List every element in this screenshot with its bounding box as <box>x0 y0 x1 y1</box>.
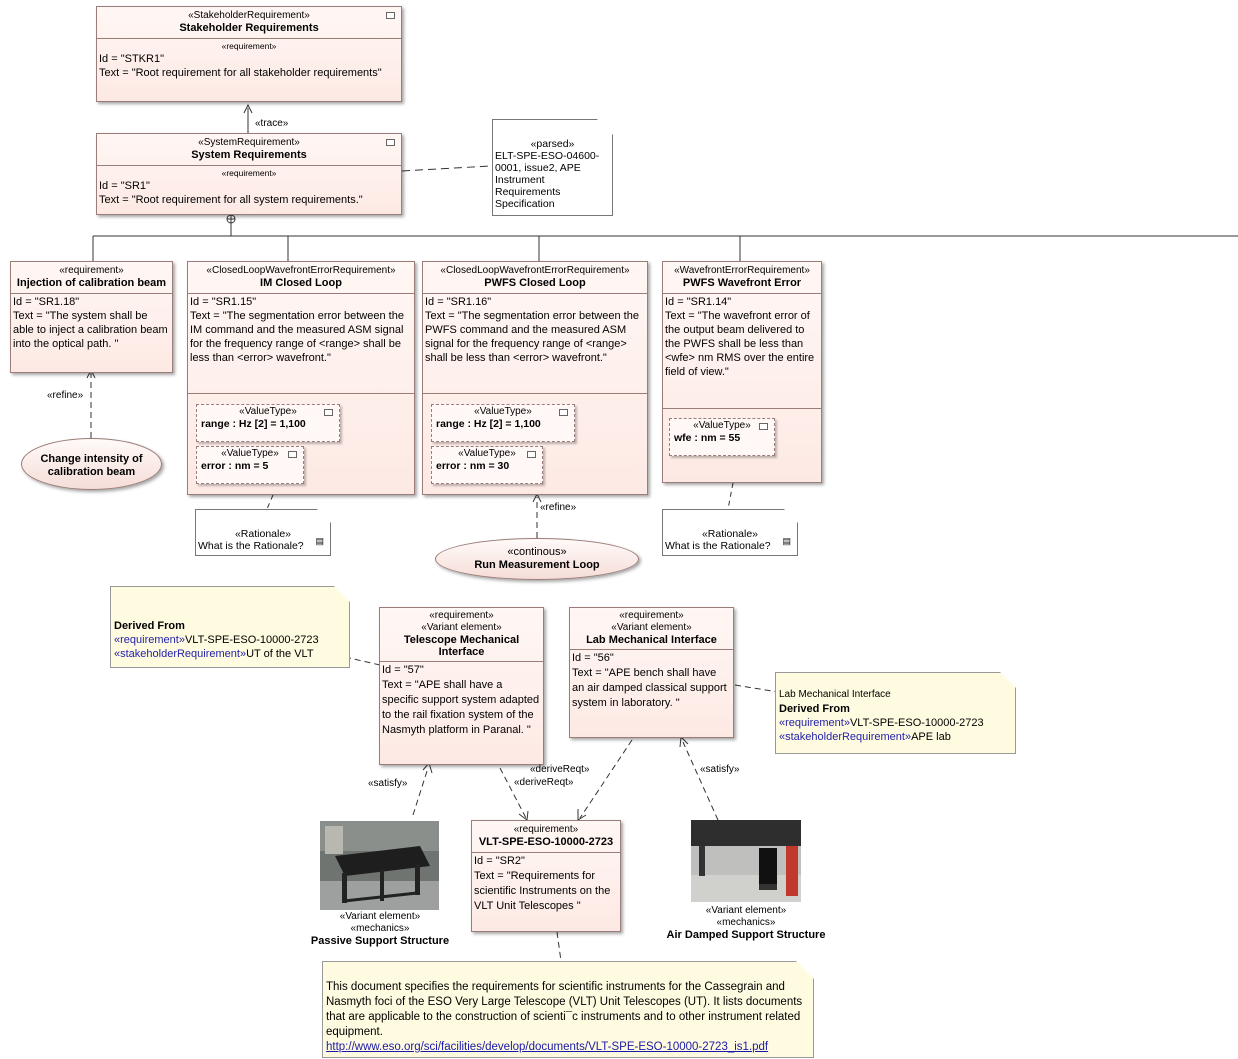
req-id: Id = "SR1.15" <box>190 296 257 308</box>
block-name: IM Closed Loop <box>260 277 342 289</box>
block-name: System Requirements <box>191 149 307 161</box>
req-text: Text = "The wavefront error of the outpu… <box>665 310 815 378</box>
derived-from-note-2[interactable]: Lab Mechanical Interface Derived From «r… <box>775 672 1016 754</box>
document-description-note[interactable]: This document specifies the requirements… <box>322 961 814 1058</box>
rationale-note-1[interactable]: «Rationale» What is the Rationale? ▤ <box>195 509 331 556</box>
req-text: Text = "APE shall have a specific suppor… <box>382 679 540 736</box>
derive-line-2 <box>579 739 633 819</box>
stereotype: «ClosedLoopWavefrontErrorRequirement» <box>206 265 396 276</box>
block-name: Injection of calibration beam <box>16 277 167 289</box>
req-text: Text = "The segmentation error between t… <box>190 310 404 364</box>
stereotype: «StakeholderRequirement» <box>188 10 310 21</box>
req-id: Id = "SR1.18" <box>13 296 80 308</box>
req-id: Id = "57" <box>382 664 424 676</box>
passive-support-caption: «Variant element» «mechanics» Passive Su… <box>310 911 450 947</box>
derive-label: «deriveReqt» <box>514 777 574 788</box>
stereotype: «WavefrontErrorRequirement» <box>674 265 810 276</box>
block-name: Lab Mechanical Interface <box>586 634 717 646</box>
lab-mechanical-interface-block[interactable]: «requirement» «Variant element» Lab Mech… <box>569 607 734 738</box>
compartment-title: «requirement» <box>221 168 277 178</box>
req-text: Text = "Root requirement for all stakeho… <box>99 67 382 79</box>
compartment-title: «requirement» <box>221 41 277 51</box>
refine-label: «refine» <box>47 390 84 401</box>
satisfy-line-1 <box>412 767 429 816</box>
requirement-icon <box>386 12 395 19</box>
document-link[interactable]: http://www.eso.org/sci/facilities/develo… <box>326 1041 769 1053</box>
trace-arrowhead <box>243 103 253 114</box>
valuetype-error[interactable]: «ValueType» error : nm = 5 <box>196 446 304 484</box>
req-id: Id = "56" <box>572 652 614 664</box>
passive-support-photo <box>320 821 439 910</box>
stereotype: «ClosedLoopWavefrontErrorRequirement» <box>440 265 630 276</box>
stereotype: «SystemRequirement» <box>198 137 300 148</box>
valuetype-range[interactable]: «ValueType» range : Hz [2] = 1,100 <box>196 404 340 442</box>
req-text: Text = "APE bench shall have an air damp… <box>572 667 727 709</box>
trace-label: «trace» <box>255 118 289 129</box>
valuetype-wfe[interactable]: «ValueType» wfe : nm = 55 <box>669 418 775 456</box>
satisfy-label: «satisfy» <box>368 778 408 789</box>
note-text: ELT-SPE-ESO-04600-0001, issue2, APE Inst… <box>495 150 600 210</box>
block-name: PWFS Closed Loop <box>484 277 586 289</box>
block-name: Telescope Mechanical Interface <box>403 634 520 658</box>
valuetype-range[interactable]: «ValueType» range : Hz [2] = 1,100 <box>431 404 575 442</box>
im-closed-loop-block[interactable]: «ClosedLoopWavefrontErrorRequirement» IM… <box>187 261 415 495</box>
req-id: Id = "SR1" <box>99 180 150 192</box>
req-id: Id = "SR2" <box>474 855 525 867</box>
block-name: PWFS Wavefront Error <box>682 277 802 289</box>
derive-line-1 <box>499 767 527 819</box>
pwfs-wavefront-error-block[interactable]: «WavefrontErrorRequirement» PWFS Wavefro… <box>662 261 822 483</box>
derive-label: «deriveReqt» <box>530 764 590 775</box>
telescope-mechanical-interface-block[interactable]: «requirement» «Variant element» Telescop… <box>379 607 544 765</box>
note-anchor-line <box>401 165 491 172</box>
requirement-icon <box>386 139 395 146</box>
rationale-icon: ▤ <box>782 536 791 546</box>
derived-from-note-1[interactable]: Derived From «requirement»VLT-SPE-ESO-10… <box>110 586 350 668</box>
block-name: Stakeholder Requirements <box>179 22 319 34</box>
req-text: Text = "Root requirement for all system … <box>99 194 363 206</box>
req-id: Id = "SR1.14" <box>665 296 732 308</box>
air-damped-support-photo <box>691 820 801 902</box>
pwfs-closed-loop-block[interactable]: «ClosedLoopWavefrontErrorRequirement» PW… <box>422 261 648 495</box>
rationale-icon: ▤ <box>315 536 324 546</box>
satisfy-line-2 <box>682 741 719 821</box>
satisfy-label: «satisfy» <box>700 764 740 775</box>
change-intensity-usecase[interactable]: Change intensity of calibration beam <box>21 438 162 490</box>
req-text: Text = "The system shall be able to inje… <box>13 310 168 350</box>
stakeholder-requirements-block[interactable]: «StakeholderRequirement» Stakeholder Req… <box>96 6 402 102</box>
note-stereotype: «parsed» <box>530 138 575 150</box>
run-measurement-loop-usecase[interactable]: «continous» Run Measurement Loop <box>435 538 639 580</box>
note-text: This document specifies the requirements… <box>326 981 803 1038</box>
refine-label: «refine» <box>540 502 577 513</box>
parsed-note[interactable]: «parsed» ELT-SPE-ESO-04600-0001, issue2,… <box>492 119 613 216</box>
vlt-spe-eso-requirement-block[interactable]: «requirement» VLT-SPE-ESO-10000-2723 Id … <box>471 820 621 932</box>
rationale-note-2[interactable]: «Rationale» What is the Rationale? ▤ <box>662 509 798 556</box>
block-name: VLT-SPE-ESO-10000-2723 <box>478 836 614 848</box>
req-text: Text = "Requirements for scientific Inst… <box>474 870 611 912</box>
air-damped-caption: «Variant element» «mechanics» Air Damped… <box>666 905 826 941</box>
stereotype: «requirement» <box>59 265 124 276</box>
injection-calibration-block[interactable]: «requirement» Injection of calibration b… <box>10 261 173 373</box>
valuetype-error[interactable]: «ValueType» error : nm = 30 <box>431 446 543 484</box>
req-text: Text = "The segmentation error between t… <box>425 310 639 364</box>
system-requirements-block[interactable]: «SystemRequirement» System Requirements … <box>96 133 402 215</box>
req-id: Id = "STKR1" <box>99 53 164 65</box>
req-id: Id = "SR1.16" <box>425 296 492 308</box>
